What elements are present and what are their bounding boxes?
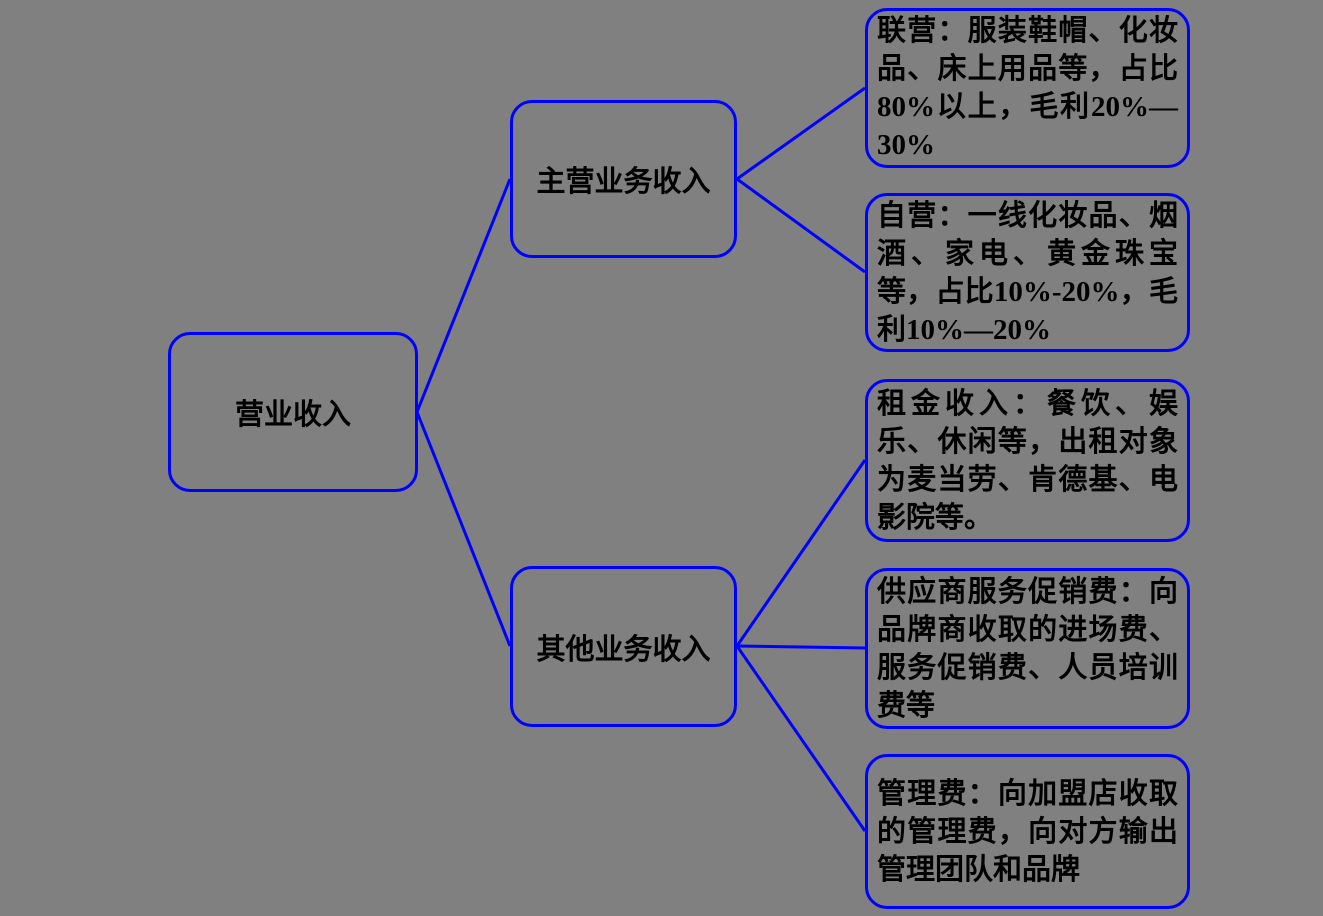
edge-root-to-other-revenue — [415, 411, 512, 647]
node-joint-operation-detail: 联营：服装鞋帽、化妆品、床上用品等，占比80%以上，毛利20%—30% — [865, 8, 1190, 168]
node-supplier-service-fee-detail-text: 供应商服务促销费：向品牌商收取的进场费、服务促销费、人员培训费等 — [877, 575, 1178, 722]
node-operating-revenue: 营业收入 — [168, 332, 418, 492]
edge-other-to-management-fees — [735, 645, 867, 832]
edge-other-to-rental-income — [735, 459, 867, 647]
node-rental-income-detail-text: 租金收入：餐饮、娱乐、休闲等，出租对象为麦当劳、肯德基、电影院等。 — [877, 387, 1178, 534]
node-joint-operation-detail-text: 联营：服装鞋帽、化妆品、床上用品等，占比80%以上，毛利20%—30% — [877, 15, 1178, 161]
node-other-business-revenue-label: 其他业务收入 — [536, 633, 711, 666]
node-main-business-revenue: 主营业务收入 — [510, 100, 737, 258]
node-self-operation-detail: 自营：一线化妆品、烟酒、家电、黄金珠宝等，占比10%-20%，毛利10%—20% — [865, 193, 1190, 352]
node-other-business-revenue: 其他业务收入 — [510, 566, 737, 727]
node-management-fee-detail: 管理费：向加盟店收取的管理费，向对方输出管理团队和品牌 — [865, 754, 1190, 909]
edge-main-to-joint-operation — [736, 86, 866, 181]
node-self-operation-detail-text: 自营：一线化妆品、烟酒、家电、黄金珠宝等，占比10%-20%，毛利10%—20% — [877, 199, 1178, 346]
node-main-business-revenue-label: 主营业务收入 — [536, 166, 711, 198]
node-supplier-service-fee-detail: 供应商服务促销费：向品牌商收取的进场费、服务促销费、人员培训费等 — [865, 568, 1190, 729]
edge-other-to-supplier-fees — [736, 644, 866, 650]
edge-main-to-self-operation — [736, 177, 866, 274]
node-rental-income-detail: 租金收入：餐饮、娱乐、休闲等，出租对象为麦当劳、肯德基、电影院等。 — [865, 379, 1190, 542]
node-operating-revenue-label: 营业收入 — [234, 399, 351, 431]
node-management-fee-detail-text: 管理费：向加盟店收取的管理费，向对方输出管理团队和品牌 — [877, 777, 1178, 886]
edge-root-to-main-revenue — [415, 178, 512, 413]
